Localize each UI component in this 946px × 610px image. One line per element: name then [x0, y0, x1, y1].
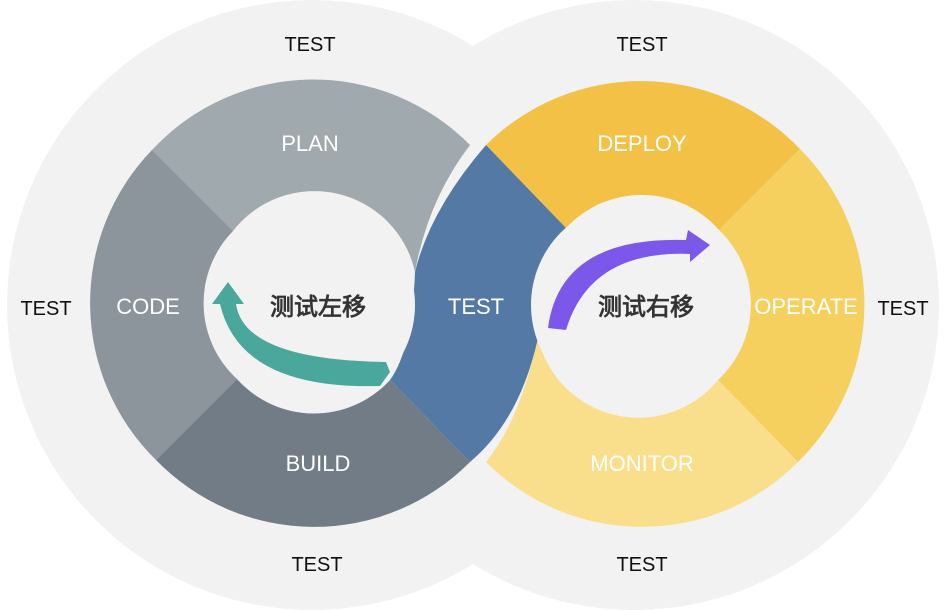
deploy-segment: [486, 81, 800, 230]
operate-label: OPERATE: [754, 294, 858, 319]
build-segment: [156, 379, 470, 527]
operate-segment: [718, 149, 865, 462]
code-label: CODE: [116, 294, 180, 319]
test-segment: [390, 145, 566, 462]
shift-left-label: 测试左移: [270, 293, 366, 321]
outer-test-right-top: TEST: [616, 34, 667, 56]
left-ring: [90, 79, 470, 527]
deploy-label: DEPLOY: [597, 131, 687, 156]
build-label: BUILD: [286, 451, 351, 476]
outer-test-right-side: TEST: [877, 298, 928, 320]
shift-right-arrow-icon: [548, 230, 710, 330]
outer-test-left-bottom: TEST: [291, 554, 342, 576]
outer-test-left-top: TEST: [284, 34, 335, 56]
outer-test-right-bottom: TEST: [616, 554, 667, 576]
test-label: TEST: [448, 294, 504, 319]
monitor-label: MONITOR: [590, 451, 693, 476]
shift-right-label: 测试右移: [598, 293, 694, 321]
outer-test-left-side: TEST: [20, 298, 71, 320]
right-ring: [486, 81, 865, 527]
monitor-segment: [486, 338, 798, 527]
plan-segment: [152, 79, 470, 273]
plan-label: PLAN: [281, 131, 338, 156]
shift-left-arrow-icon: [212, 282, 390, 387]
code-segment: [90, 150, 237, 460]
